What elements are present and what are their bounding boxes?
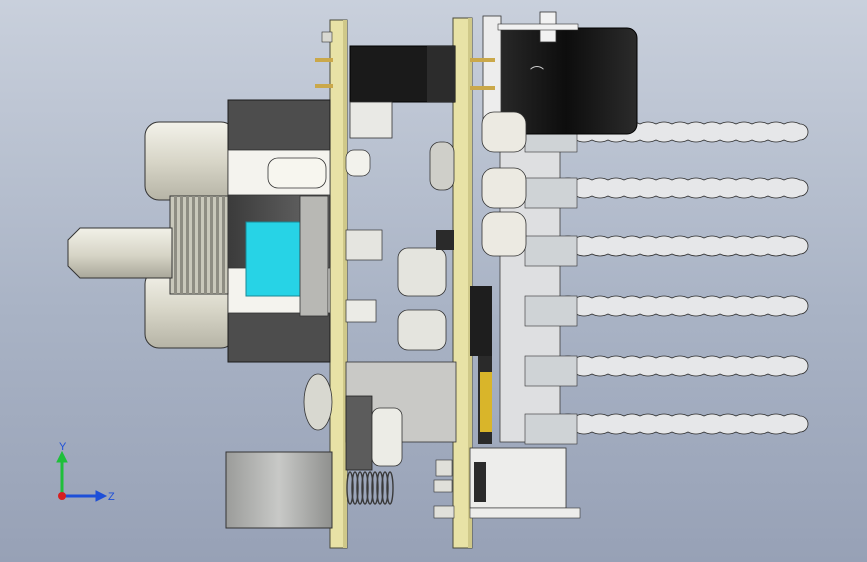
heatsink-fin-base [524, 355, 578, 387]
spring-coil [351, 471, 359, 505]
heatsink-fins [524, 121, 809, 445]
heatsink-fin [559, 413, 809, 435]
thread-ridge [204, 196, 207, 294]
spring-coil [366, 471, 374, 505]
spring [346, 471, 394, 505]
electrolytic-capacitor: ⌒ [482, 11, 638, 137]
heatsink-fin-base [524, 235, 578, 267]
heatsink-fin-base [524, 177, 578, 209]
y-axis-head [56, 450, 68, 463]
heatsink-fin [559, 235, 809, 257]
bushing-threads [174, 196, 225, 294]
cyan-block [245, 221, 303, 297]
spring-coil [356, 471, 364, 505]
spring-coil [376, 471, 384, 505]
spring-coil [386, 471, 394, 505]
pcb-main-board [452, 17, 473, 549]
spring-coil [346, 471, 354, 505]
z-axis-label: Z [108, 491, 115, 503]
pin-header-top [315, 31, 495, 139]
svg-text:⌒: ⌒ [530, 66, 544, 82]
heatsink-fin [559, 177, 809, 199]
heatsink-fin-base [524, 413, 578, 445]
x-axis-dot [58, 492, 66, 500]
audio-jack [144, 99, 331, 363]
triad-svg: Y Z [56, 441, 115, 503]
heatsink-fin [559, 295, 809, 317]
thread-ridge [174, 196, 177, 294]
bottom-block [225, 373, 403, 529]
spring-coil [371, 471, 379, 505]
thread-ridge [222, 196, 225, 294]
thread-ridge [198, 196, 201, 294]
spring-coil [361, 471, 369, 505]
heatsink-fin [559, 355, 809, 377]
heatsink-fin-base [524, 295, 578, 327]
main-board-components [469, 111, 581, 519]
thread-ridge [210, 196, 213, 294]
coordinate-triad: Y Z [50, 438, 120, 508]
spring-coil [381, 471, 389, 505]
threaded-bushing [169, 195, 229, 295]
thread-ridge [186, 196, 189, 294]
pcb-front-panel [329, 19, 348, 549]
thread-ridge [192, 196, 195, 294]
z-axis-head [95, 490, 108, 502]
heatsink [499, 121, 809, 445]
pot-shaft [67, 227, 173, 279]
thread-ridge [216, 196, 219, 294]
y-axis-label: Y [59, 441, 67, 453]
thread-ridge [180, 196, 183, 294]
